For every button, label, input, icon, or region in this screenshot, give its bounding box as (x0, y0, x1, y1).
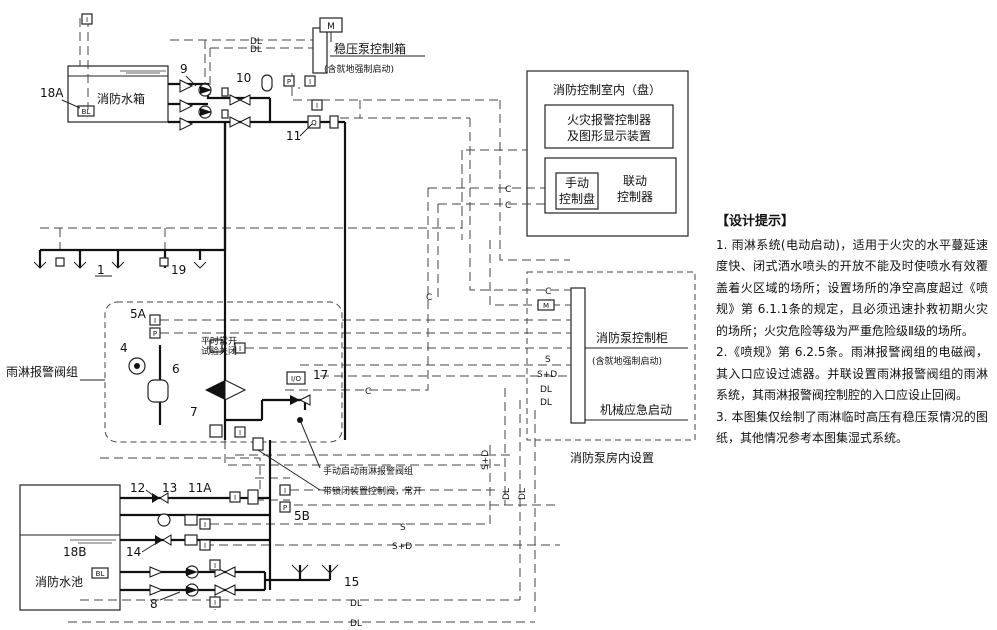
label-11a: 11A (188, 481, 212, 495)
mechanical-start-label: 机械应急启动 (600, 402, 672, 417)
manual-panel-line1: 手动 (565, 176, 589, 190)
deluge-valve-internals: I P I I I/O (128, 314, 321, 491)
pressure-pump-cabinet: M 稳压泵控制箱 (含就地强制启动) (312, 17, 425, 75)
tank-bl-label: BL (82, 108, 91, 116)
deluge-valve-group: 雨淋报警阀组 (6, 301, 343, 443)
deluge-valve-group-label: 雨淋报警阀组 (6, 364, 78, 379)
label-14: 14 (126, 545, 141, 559)
design-note-2: 2.《喷规》第 6.2.5条。雨淋报警阀组的电磁阀，其入口应设过滤器。并联设置雨… (716, 345, 988, 402)
linkage-controller-line1: 联动 (623, 174, 647, 188)
manual-deluge-note: 手动启动雨淋报警阀组 (323, 465, 413, 477)
label-19: 19 (171, 263, 186, 277)
svg-text:I: I (309, 78, 311, 86)
label-11: 11 (286, 129, 301, 143)
pressure-pump-cabinet-sub: (含就地强制启动) (324, 63, 394, 75)
test-valve-line2: 试验关闭 (201, 345, 237, 357)
svg-text:I: I (316, 102, 318, 110)
svg-text:I: I (234, 494, 236, 502)
svg-text:I/O: I/O (291, 375, 301, 383)
svg-text:C: C (426, 293, 432, 303)
linkage-controller-line2: 控制器 (617, 190, 653, 204)
pump-cabinet-label: 消防泵控制柜 (596, 330, 668, 345)
fire-water-tank: BL 消防水箱 (67, 65, 169, 123)
label-10: 10 (236, 71, 251, 85)
svg-text:S+D: S+D (537, 370, 557, 380)
alarm-controller-line1: 火灾报警控制器 (567, 112, 651, 127)
design-note-3: 3. 本图集仅绘制了雨淋临时高压有稳压泵情况的图纸，其他情况参考本图集湿式系统。 (716, 409, 988, 446)
svg-text:DL: DL (540, 398, 552, 408)
svg-text:S: S (545, 355, 551, 365)
svg-text:S: S (400, 523, 406, 533)
svg-text:C: C (505, 185, 511, 195)
svg-text:I: I (204, 521, 206, 529)
pressure-pump-cabinet-label: 稳压泵控制箱 (334, 41, 406, 56)
svg-text:I: I (284, 487, 286, 495)
fire-water-tank-label: 消防水箱 (97, 91, 145, 106)
svg-text:I: I (154, 317, 156, 325)
svg-text:I: I (239, 429, 241, 437)
label-9: 9 (180, 62, 188, 76)
label-6: 6 (172, 362, 180, 376)
design-notes-heading: 【设计提示】 (716, 214, 795, 229)
svg-text:I: I (214, 599, 216, 607)
signal-tags: DL DL C C C M S S+D DL DL C C S S+D DL D… (250, 37, 557, 629)
pressure-pump-symbols (179, 74, 273, 131)
fire-control-room: 消防控制室内（盘） 火灾报警控制器 及图形显示装置 手动 控制盘 联动 控制器 (526, 70, 689, 237)
svg-text:I: I (86, 16, 88, 24)
label-5b: 5B (294, 509, 310, 523)
alarm-controller-line2: 及图形显示装置 (567, 129, 651, 143)
fire-water-pool: BL 消防水池 (19, 484, 121, 611)
svg-text:S+D: S+D (392, 542, 412, 552)
svg-text:C: C (505, 201, 511, 211)
label-18a: 18A (40, 86, 64, 100)
label-13: 13 (162, 481, 177, 495)
label-5a: 5A (130, 307, 147, 321)
svg-text:I: I (239, 345, 241, 353)
control-room-label: 消防控制室内（盘） (553, 82, 661, 97)
sprinkler-heads (33, 257, 207, 269)
label-1: 1 (97, 263, 105, 277)
svg-text:M: M (327, 22, 335, 32)
deluge-system-diagram: BL 消防水箱 18A BL 消防水池 18B M 稳压泵控制箱 (含就地强制启… (6, 13, 696, 629)
svg-text:DL: DL (250, 45, 262, 55)
svg-text:Q: Q (311, 119, 317, 127)
svg-text:I: I (214, 562, 216, 570)
locked-valve-note: 带锁闭装置控制阀，常开 (323, 485, 422, 497)
svg-text:I: I (204, 542, 206, 550)
pump-cabinet-sub: (含就地强制启动) (592, 355, 662, 367)
label-12: 12 (130, 481, 145, 495)
design-note-1: 1. 雨淋系统(电动启动)，适用于火灾的水平蔓延速度快、闭式洒水喷头的开放不能及… (716, 237, 988, 338)
svg-text:C: C (365, 387, 371, 397)
design-notes: 【设计提示】 1. 雨淋系统(电动启动)，适用于火灾的水平蔓延速度快、闭式洒水喷… (716, 211, 988, 450)
svg-text:DL: DL (350, 619, 362, 629)
pump-room-label: 消防泵房内设置 (570, 450, 654, 465)
label-7: 7 (190, 405, 198, 419)
svg-text:M: M (543, 302, 549, 310)
svg-text:DL: DL (502, 488, 512, 500)
test-valve-line1: 平时常开 (201, 335, 237, 347)
label-15: 15 (344, 575, 359, 589)
svg-text:P: P (287, 78, 291, 86)
fire-water-pool-label: 消防水池 (35, 574, 83, 589)
svg-text:DL: DL (540, 385, 552, 395)
svg-text:P: P (283, 504, 287, 512)
label-17: 17 (313, 368, 328, 382)
label-8: 8 (150, 597, 158, 611)
svg-text:DL: DL (350, 599, 362, 609)
label-4: 4 (120, 341, 128, 355)
svg-text:DL: DL (250, 37, 262, 47)
signal-lines (40, 18, 571, 623)
svg-text:C: C (545, 287, 551, 297)
manual-panel-line2: 控制盘 (559, 191, 595, 206)
pool-equipment: I I P I I I I (149, 484, 339, 608)
svg-text:S+D: S+D (481, 450, 491, 470)
label-18b: 18B (63, 545, 87, 559)
pump-room: 消防泵控制柜 (含就地强制启动) 机械应急启动 消防泵房内设置 (526, 271, 696, 465)
svg-text:P: P (153, 330, 157, 338)
pool-bl-label: BL (96, 570, 105, 578)
svg-text:DL: DL (518, 488, 528, 500)
